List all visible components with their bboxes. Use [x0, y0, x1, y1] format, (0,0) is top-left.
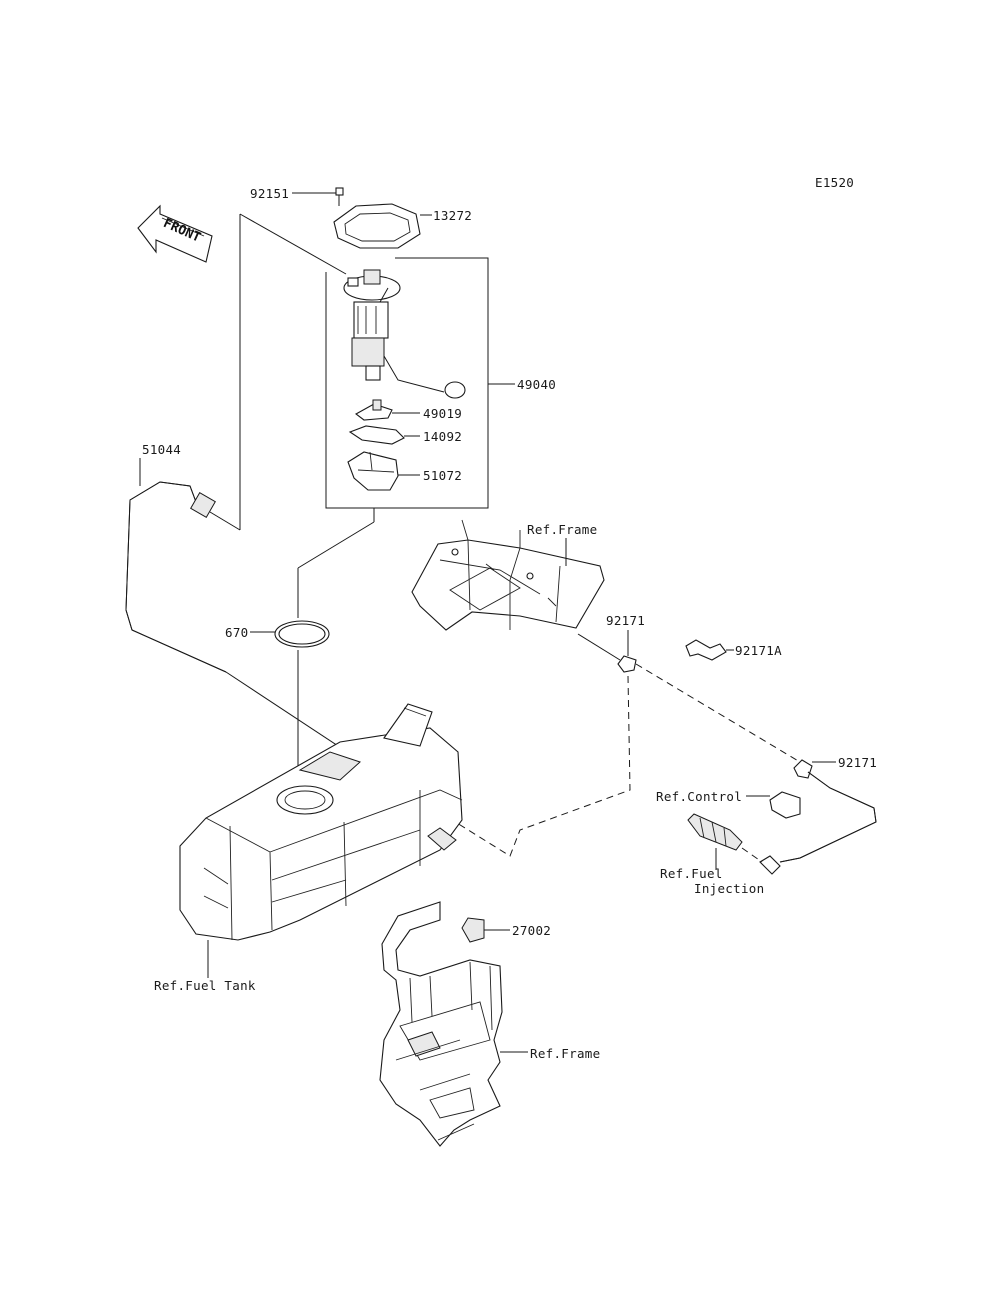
- fuel-line-dashed-right: [635, 663, 801, 763]
- part-number-670: 670: [225, 625, 248, 640]
- hose-end-leader: [209, 511, 241, 531]
- ref-fuel-injection-label-line1: Ref.Fuel: [660, 866, 723, 881]
- clamp-92171-top: [577, 630, 637, 673]
- part-number-92171A: 92171A: [735, 643, 782, 658]
- filter-49019: [354, 399, 420, 421]
- frame-section-upper: [411, 519, 605, 631]
- ref-fuel-injection-label-line2: Injection: [694, 881, 764, 896]
- part-number-92171-right: 92171: [838, 755, 877, 770]
- clip-92171A: [685, 639, 734, 661]
- frame-section-lower: [379, 901, 528, 1147]
- part-number-14092: 14092: [423, 429, 462, 444]
- ref-fuel-tank-label: Ref.Fuel Tank: [154, 978, 256, 993]
- part-number-92171-top: 92171: [606, 613, 645, 628]
- ref-frame-bottom-label: Ref.Frame: [530, 1046, 600, 1061]
- screw-92151: [292, 187, 344, 206]
- part-number-27002: 27002: [512, 923, 551, 938]
- control-bracket: [746, 791, 801, 819]
- cup-51072: [347, 451, 420, 491]
- outer-fuel-hose: [779, 771, 877, 863]
- part-number-13272: 13272: [433, 208, 472, 223]
- fuel-pump-49040: [343, 269, 466, 399]
- ref-control-label: Ref.Control: [656, 789, 742, 804]
- fuel-tank: [179, 703, 463, 978]
- part-number-49019: 49019: [423, 406, 462, 421]
- pump-to-gasket-leader: [297, 521, 375, 569]
- gasket-plate-13272: [333, 203, 432, 249]
- fuel-line-dashed-down: [419, 675, 631, 857]
- front-direction-arrow-icon: FRONT: [137, 204, 213, 263]
- part-number-51044: 51044: [142, 442, 181, 457]
- diagram-code: E1520: [815, 175, 854, 190]
- ref-frame-top-label: Ref.Frame: [527, 522, 597, 537]
- fuel-injection-rail: [687, 813, 781, 875]
- clamp-92171-right: [793, 759, 836, 779]
- fuel-hose-51044: [125, 458, 421, 801]
- part-number-49040: 49040: [517, 377, 556, 392]
- part-number-51072: 51072: [423, 468, 462, 483]
- pump-top-leader: [239, 213, 347, 275]
- part-number-92151: 92151: [250, 186, 289, 201]
- pump-assembly-bracket: [325, 257, 515, 522]
- o-ring-670: [250, 620, 330, 648]
- cover-14092: [348, 425, 420, 445]
